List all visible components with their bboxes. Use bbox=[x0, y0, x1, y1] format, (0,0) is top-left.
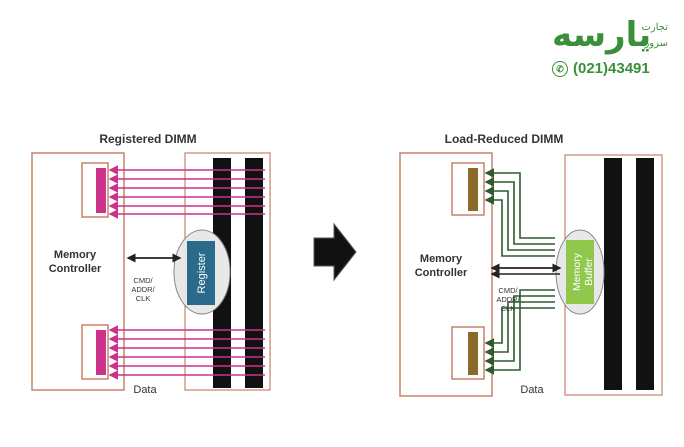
registered-dimm-title: Registered DIMM bbox=[99, 132, 196, 146]
dram-column-3 bbox=[604, 158, 622, 390]
memory-controller-right-label-2: Controller bbox=[415, 267, 468, 279]
memory-controller-label-2: Controller bbox=[49, 263, 102, 275]
data-lines-top-right bbox=[484, 168, 555, 257]
data-label-right: Data bbox=[520, 384, 544, 396]
cmd-label-1: CMD/ bbox=[133, 276, 153, 285]
register-label: Register bbox=[196, 252, 208, 293]
phone-number: ✆ (021)43491 bbox=[552, 60, 650, 77]
cmd-right-label-3: CLK bbox=[501, 304, 516, 313]
dram-column-2 bbox=[245, 158, 263, 388]
data-label-left: Data bbox=[133, 384, 157, 396]
logo-line-1: تجارت bbox=[641, 22, 668, 33]
cmd-label-2: ADDR/ bbox=[131, 285, 155, 294]
register-chip bbox=[187, 241, 215, 305]
logo-name: یارسه bbox=[552, 15, 652, 55]
memory-controller-label-1: Memory bbox=[54, 249, 97, 261]
data-lines-bottom-left bbox=[108, 325, 265, 380]
logo-line-2: سرور bbox=[644, 38, 668, 49]
dram-column-4 bbox=[636, 158, 654, 390]
data-lines-bottom-right bbox=[484, 289, 555, 375]
phone-text: (021)43491 bbox=[573, 60, 650, 77]
memory-buffer-label-2: Buffer bbox=[583, 258, 595, 286]
cmd-label-3: CLK bbox=[136, 294, 151, 303]
pin-strip-bottom bbox=[96, 330, 106, 375]
memory-buffer-chip bbox=[566, 240, 594, 304]
company-logo: یارسه تجارت سرور bbox=[548, 14, 672, 80]
memory-buffer-label-1: Memory bbox=[571, 252, 583, 291]
lrdimm-title: Load-Reduced DIMM bbox=[445, 132, 564, 146]
load-reduced-dimm-diagram: Load-Reduced DIMM Memory Controller M bbox=[399, 132, 663, 397]
registered-dimm-diagram: Registered DIMM Memory Controller bbox=[31, 132, 271, 396]
memory-controller-right-label-1: Memory bbox=[420, 253, 463, 265]
pin-strip-top-right bbox=[468, 168, 478, 211]
pin-strip-top bbox=[96, 168, 106, 213]
pin-strip-bottom-right bbox=[468, 332, 478, 375]
cmd-right-label-1: CMD/ bbox=[498, 286, 518, 295]
cmd-right-label-2: ADDR/ bbox=[496, 295, 520, 304]
data-lines-top-left bbox=[108, 165, 265, 219]
phone-icon: ✆ bbox=[552, 61, 568, 77]
transition-arrow bbox=[313, 222, 357, 282]
